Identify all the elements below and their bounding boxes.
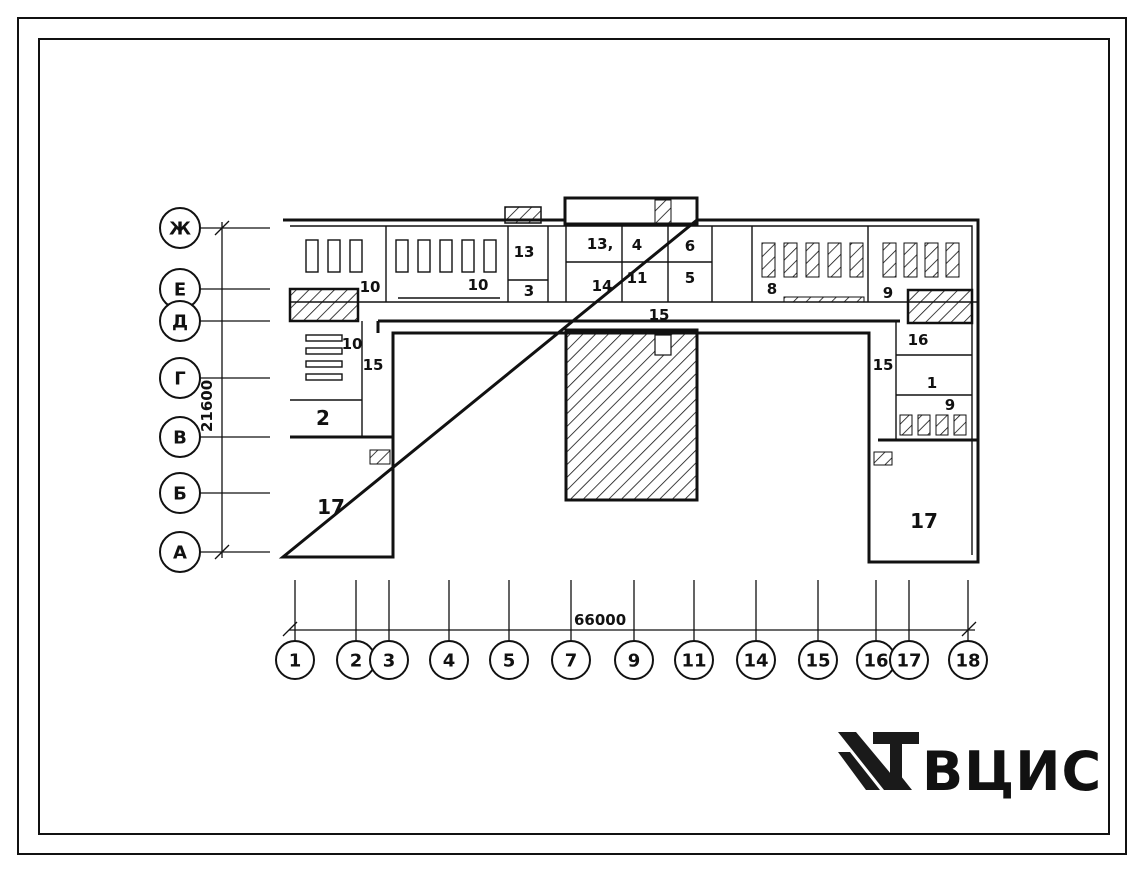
- room-label: 15: [873, 356, 894, 374]
- room-label: 17: [910, 509, 938, 533]
- central-hall: [564, 328, 699, 502]
- logo-emblem-icon: [838, 732, 919, 790]
- room-label: 5: [685, 269, 695, 287]
- room-label: 3: [524, 282, 534, 300]
- row-axis-e: Е: [159, 268, 270, 310]
- column-axis-label: 17: [896, 651, 921, 672]
- floor-plan: 10 10 10 13 3 13, 4 6 14 11 5 8 9 15 15 …: [278, 196, 980, 564]
- column-axis-label: 14: [743, 651, 768, 672]
- column-axis-label: 11: [681, 651, 706, 672]
- column-axis-label: 2: [350, 651, 363, 672]
- room-label: 13,: [587, 235, 614, 253]
- room-label: 10: [468, 276, 489, 294]
- row-axis-label: Д: [172, 312, 188, 333]
- desk-marks-left-wing: [305, 334, 343, 381]
- outer-frame: [17, 17, 1127, 855]
- column-axis-label: 16: [863, 651, 888, 672]
- row-axis-a: А: [159, 531, 270, 573]
- desk-marks-right-wing: [899, 414, 967, 436]
- column-axis-label: 15: [805, 651, 830, 672]
- logo-text: ВЦИС: [922, 740, 1102, 803]
- row-axis-label: В: [173, 428, 187, 449]
- row-axis-label: Е: [174, 280, 186, 301]
- row-axes: Ж Е Д Г В Б А: [159, 207, 270, 573]
- column-axis-label: 7: [565, 651, 578, 672]
- room-label: 9: [883, 284, 893, 302]
- column-axes: 66000 1 2 3 4 5 7 9 11 14 15 16: [275, 580, 988, 680]
- room-label: 8: [767, 280, 777, 298]
- room-label: 16: [908, 331, 929, 349]
- room-label: 4: [632, 236, 642, 254]
- column-axis-label: 5: [503, 651, 516, 672]
- room-label: 14: [592, 277, 613, 295]
- room-label: 10: [360, 278, 381, 296]
- room-label: 2: [316, 406, 330, 430]
- row-axis-label: Ж: [169, 219, 191, 240]
- room-label: 15: [363, 356, 384, 374]
- column-axis-label: 1: [289, 651, 302, 672]
- room-label: 15: [649, 306, 670, 324]
- desk-marks-right: [761, 242, 960, 303]
- room-label: 10: [342, 335, 363, 353]
- desk-marks-left: [305, 239, 500, 299]
- inner-frame: [38, 38, 1110, 835]
- column-axis-label: 4: [443, 651, 456, 672]
- room-label: 17: [317, 495, 345, 519]
- row-axis-zh: Ж: [159, 207, 270, 249]
- row-axis-v: В: [159, 416, 270, 458]
- row-axis-b: Б: [159, 472, 270, 514]
- publisher-logo: ВЦИС: [838, 732, 1102, 803]
- row-axis-label: Г: [174, 369, 185, 390]
- room-label: 11: [627, 269, 648, 287]
- room-label: 13: [514, 243, 535, 261]
- row-axis-d: Д: [159, 300, 270, 342]
- row-axis-g: Г: [159, 357, 270, 399]
- width-dim-label: 66000: [574, 611, 626, 629]
- depth-dim-label: 21600: [198, 380, 216, 432]
- column-axis-label: 9: [628, 651, 641, 672]
- room-label: 9: [945, 396, 955, 414]
- column-axis-label: 18: [955, 651, 980, 672]
- row-axis-label: Б: [173, 484, 187, 505]
- depth-dimension: 21600: [198, 220, 230, 560]
- room-label: 6: [685, 237, 695, 255]
- room-label: 1: [927, 374, 937, 392]
- row-axis-label: А: [173, 543, 187, 564]
- column-axis-label: 3: [383, 651, 396, 672]
